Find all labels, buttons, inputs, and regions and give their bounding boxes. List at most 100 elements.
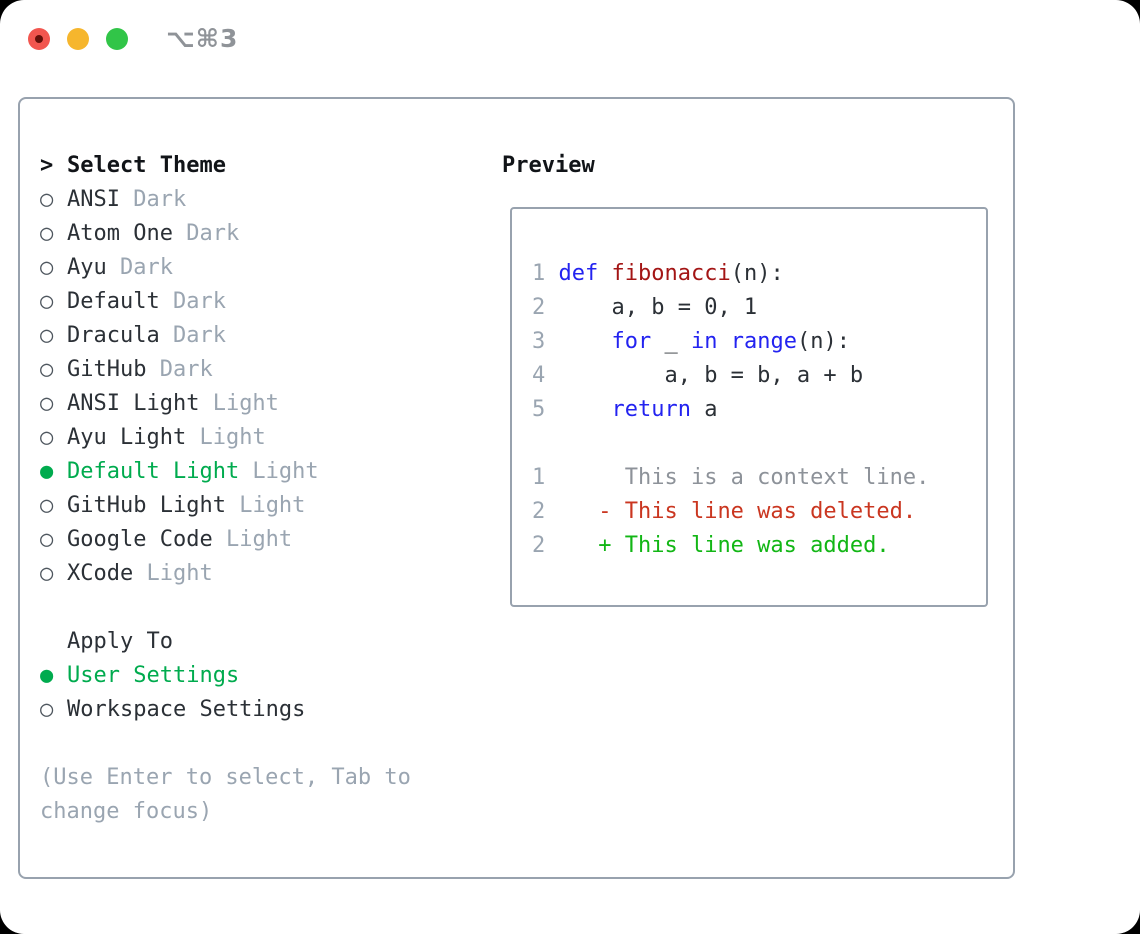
radio-selected-icon: ● [40, 459, 54, 484]
radio-icon: ○ [40, 527, 54, 552]
apply-option-label: Workspace Settings [67, 697, 306, 722]
theme-option-github-light-light[interactable]: ○GitHub Light Light [40, 489, 411, 523]
code-token [559, 397, 612, 422]
help-text: (Use Enter to select, Tab to change focu… [40, 765, 411, 824]
theme-name: GitHub [67, 357, 147, 382]
line-number: 5 [532, 397, 559, 422]
theme-name: Atom One [67, 221, 173, 246]
traffic-lights [28, 28, 128, 50]
preview-line-code: 3 for _ in range(n): [532, 325, 986, 359]
code-token [598, 261, 611, 286]
code-token [717, 329, 730, 354]
line-number: 1 [532, 261, 559, 286]
theme-variant-label: Dark [119, 187, 187, 212]
preview-line-deleted: 2 - This line was deleted. [532, 495, 986, 529]
theme-variant-label: Light [239, 459, 319, 484]
code-token: This is a context line. [558, 465, 930, 490]
code-token: + This line was added. [558, 533, 890, 558]
theme-option-xcode-light[interactable]: ○XCode Light [40, 557, 411, 591]
radio-selected-icon: ● [40, 663, 54, 688]
apply-option-user-settings[interactable]: ● User Settings [40, 659, 411, 693]
code-token: in [690, 329, 718, 354]
theme-option-default-dark[interactable]: ○ Default Dark [40, 285, 411, 319]
code-token: fibonacci [611, 261, 731, 286]
radio-icon: ○ [40, 391, 54, 416]
theme-name: Default [67, 289, 160, 314]
theme-name: Ayu Light [67, 425, 187, 450]
select-theme-title: Select Theme [67, 153, 226, 178]
theme-variant-label: Light [199, 391, 279, 416]
preview-line-code: 2 a, b = 0, 1 [532, 291, 986, 325]
preview-title: Preview [502, 153, 595, 178]
line-number: 1 [532, 465, 559, 490]
line-number: 4 [532, 363, 559, 388]
theme-variant-label: Light [186, 425, 266, 450]
code-token: - This line was deleted. [558, 499, 917, 524]
theme-variant-label: Dark [172, 221, 240, 246]
minimize-button[interactable] [67, 28, 89, 50]
maximize-button[interactable] [106, 28, 128, 50]
code-token [559, 329, 612, 354]
theme-list: ○ANSI Dark○Atom One Dark○Ayu Dark○Defaul… [40, 183, 411, 591]
close-button[interactable] [28, 28, 50, 50]
code-token: for [611, 329, 652, 354]
radio-icon: ○ [40, 493, 54, 518]
radio-icon: ○ [40, 425, 54, 450]
apply-to-header: Apply To [40, 625, 411, 659]
code-token: a, b = 0, 1 [558, 295, 758, 320]
theme-variant-label: Light [212, 527, 293, 552]
theme-variant-label: Dark [159, 289, 226, 314]
code-token: return [611, 397, 691, 422]
preview-line-code: 1 def fibonacci(n): [532, 257, 986, 291]
line-number: 2 [532, 499, 559, 524]
theme-name: XCode [67, 561, 134, 586]
preview-line-code: 4 a, b = b, a + b [532, 359, 986, 393]
theme-name: Google Code [67, 527, 213, 552]
code-token: (n): [730, 261, 784, 286]
code-token: a, b = b, a + b [558, 363, 864, 388]
preview-line-added: 2 + This line was added. [532, 529, 986, 563]
radio-icon: ○ [40, 289, 54, 314]
main-panel: >Select Theme ○ANSI Dark○Atom One Dark○A… [18, 97, 1015, 879]
code-token: def [558, 261, 599, 286]
theme-name: Default Light [67, 459, 240, 484]
apply-to-title: Apply To [67, 629, 173, 654]
radio-icon: ○ [40, 221, 54, 246]
theme-variant-label: Light [225, 493, 306, 518]
line-number: 2 [532, 295, 559, 320]
theme-option-ansi-dark[interactable]: ○ ANSI Dark [40, 183, 411, 217]
theme-name: ANSI [67, 187, 120, 212]
radio-icon: ○ [40, 323, 54, 348]
code-token: (n): [796, 329, 850, 354]
cursor-arrow-icon: > [40, 153, 54, 178]
theme-option-ayu-dark[interactable]: ○Ayu Dark [40, 251, 411, 285]
apply-option-label: User Settings [67, 663, 240, 688]
select-theme-header: > Select Theme [40, 149, 411, 183]
window-title: ⌥⌘3 [166, 24, 239, 53]
code-token: _ [651, 329, 691, 354]
theme-option-default-light-light[interactable]: ● Default Light Light [40, 455, 411, 489]
theme-option-atom-one-dark[interactable]: ○ Atom One Dark [40, 217, 411, 251]
theme-option-github-dark[interactable]: ○GitHub Dark [40, 353, 411, 387]
theme-option-ayu-light-light[interactable]: ○ Ayu Light Light [40, 421, 411, 455]
line-number: 3 [532, 329, 559, 354]
theme-variant-label: Dark [106, 255, 173, 280]
theme-selector-column: >Select Theme ○ANSI Dark○Atom One Dark○A… [40, 149, 411, 829]
theme-option-dracula-dark[interactable]: ○ Dracula Dark [40, 319, 411, 353]
preview-column: Preview 1 def fibonacci(n):2 a, b = 0, 1… [502, 149, 988, 607]
apply-to-list: ● User Settings ○Workspace Settings [40, 659, 411, 727]
theme-variant-label: Dark [146, 357, 213, 382]
theme-option-ansi-light-light[interactable]: ○ANSI Light Light [40, 387, 411, 421]
preview-line-context: 1 This is a context line. [532, 461, 986, 495]
theme-variant-label: Dark [159, 323, 226, 348]
radio-icon: ○ [40, 187, 54, 212]
titlebar: ⌥⌘3 [0, 0, 1140, 97]
code-token: a [690, 397, 718, 422]
line-number: 2 [532, 533, 559, 558]
theme-option-google-code-light[interactable]: ○ Google Code Light [40, 523, 411, 557]
code-blank-line [532, 427, 986, 461]
theme-name: Dracula [67, 323, 160, 348]
apply-option-workspace-settings[interactable]: ○Workspace Settings [40, 693, 411, 727]
